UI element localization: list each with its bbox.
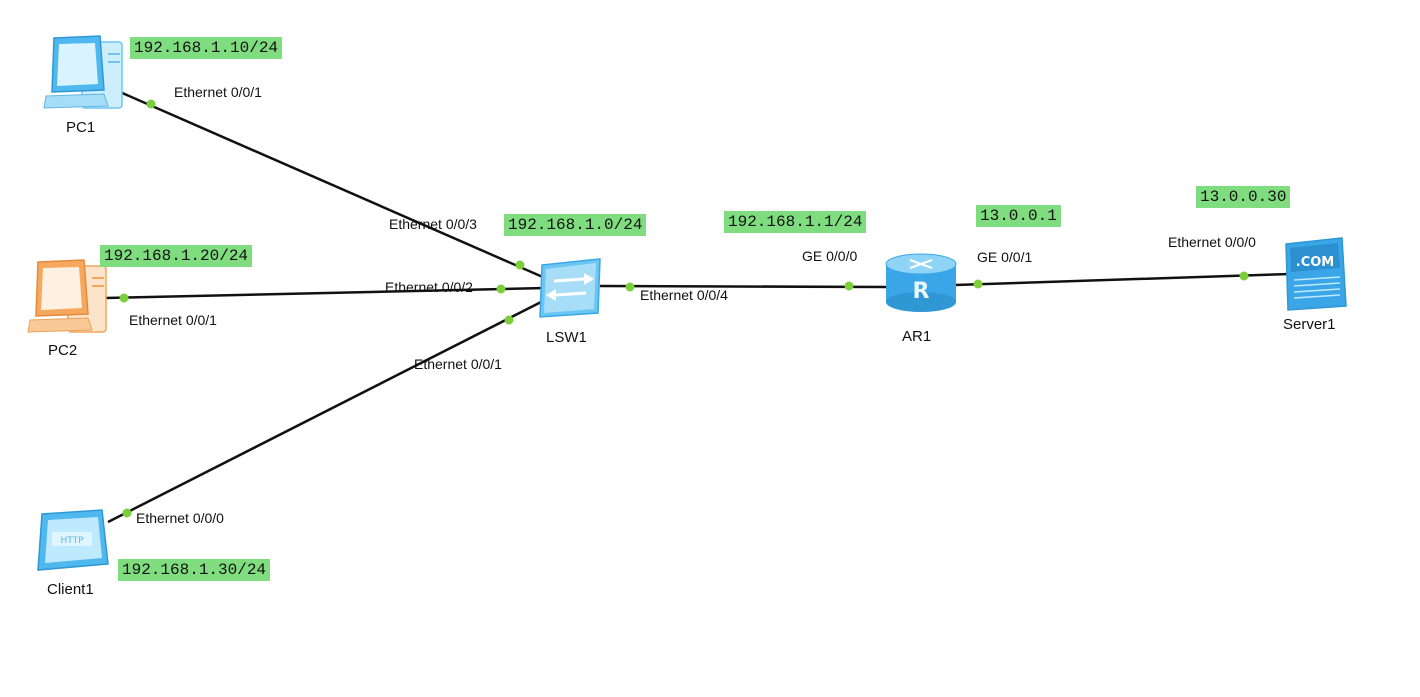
port-label-lsw1-e004: Ethernet 0/0/4 xyxy=(640,287,728,303)
port-dot xyxy=(122,508,132,518)
link-ar1-server1[interactable] xyxy=(954,272,1291,287)
port-label-client1: Ethernet 0/0/0 xyxy=(136,510,224,526)
device-name-server1: Server1 xyxy=(1283,316,1336,333)
port-label-ar1-ge000: GE 0/0/0 xyxy=(802,248,858,264)
ip-label-ar1-wan: 13.0.0.1 xyxy=(976,205,1061,227)
link-client1-lsw1[interactable] xyxy=(107,298,546,524)
link-lsw1-ar1[interactable] xyxy=(599,284,889,289)
ip-label-client1: 192.168.1.30/24 xyxy=(118,559,271,581)
device-client1[interactable]: HTTP xyxy=(36,508,110,577)
port-label-server1: Ethernet 0/0/0 xyxy=(1168,234,1256,250)
port-label-pc2: Ethernet 0/0/1 xyxy=(129,312,217,328)
device-name-ar1: AR1 xyxy=(902,328,932,345)
pc-icon xyxy=(27,259,107,333)
port-label-lsw1-e002: Ethernet 0/0/2 xyxy=(385,279,473,295)
port-dot xyxy=(625,282,635,292)
device-server1[interactable]: .COM xyxy=(1282,236,1350,317)
device-lsw1[interactable] xyxy=(536,255,604,326)
device-name-lsw1: LSW1 xyxy=(546,329,587,346)
device-name-client1: Client1 xyxy=(47,581,94,598)
port-dot xyxy=(973,279,983,289)
ip-label-lsw1: 192.168.1.0/24 xyxy=(504,214,647,236)
port-label-pc1: Ethernet 0/0/1 xyxy=(174,84,262,100)
ip-label-ar1-lan: 192.168.1.1/24 xyxy=(724,211,867,233)
pc-icon xyxy=(43,35,123,109)
switch-icon xyxy=(539,258,601,318)
http-client-icon: HTTP xyxy=(37,509,109,571)
port-dot xyxy=(844,281,854,291)
link-pc2-lsw1[interactable] xyxy=(104,286,546,300)
svg-text:.COM: .COM xyxy=(1296,255,1334,270)
port-label-lsw1-e001: Ethernet 0/0/1 xyxy=(414,356,502,372)
ip-label-pc1: 192.168.1.10/24 xyxy=(130,37,283,59)
port-label-ar1-ge001: GE 0/0/1 xyxy=(977,249,1033,265)
svg-text:HTTP: HTTP xyxy=(60,536,84,546)
ip-label-pc2: 192.168.1.20/24 xyxy=(100,245,253,267)
ip-label-server1: 13.0.0.30 xyxy=(1196,186,1291,208)
port-label-lsw1-e003: Ethernet 0/0/3 xyxy=(389,216,477,232)
port-dot xyxy=(119,293,129,303)
server-icon: .COM xyxy=(1285,237,1347,311)
device-name-pc2: PC2 xyxy=(48,342,78,359)
device-pc2[interactable] xyxy=(26,258,110,341)
port-dot xyxy=(515,260,525,270)
port-dot xyxy=(496,284,506,294)
svg-text:R: R xyxy=(913,279,930,304)
device-pc1[interactable] xyxy=(42,34,126,117)
port-dot xyxy=(146,99,156,109)
router-icon: R xyxy=(885,253,957,312)
link-pc1-lsw1[interactable] xyxy=(119,90,546,280)
port-dot xyxy=(504,315,514,325)
device-name-pc1: PC1 xyxy=(66,119,96,136)
device-ar1[interactable]: R xyxy=(882,250,960,321)
port-dot xyxy=(1239,271,1249,281)
